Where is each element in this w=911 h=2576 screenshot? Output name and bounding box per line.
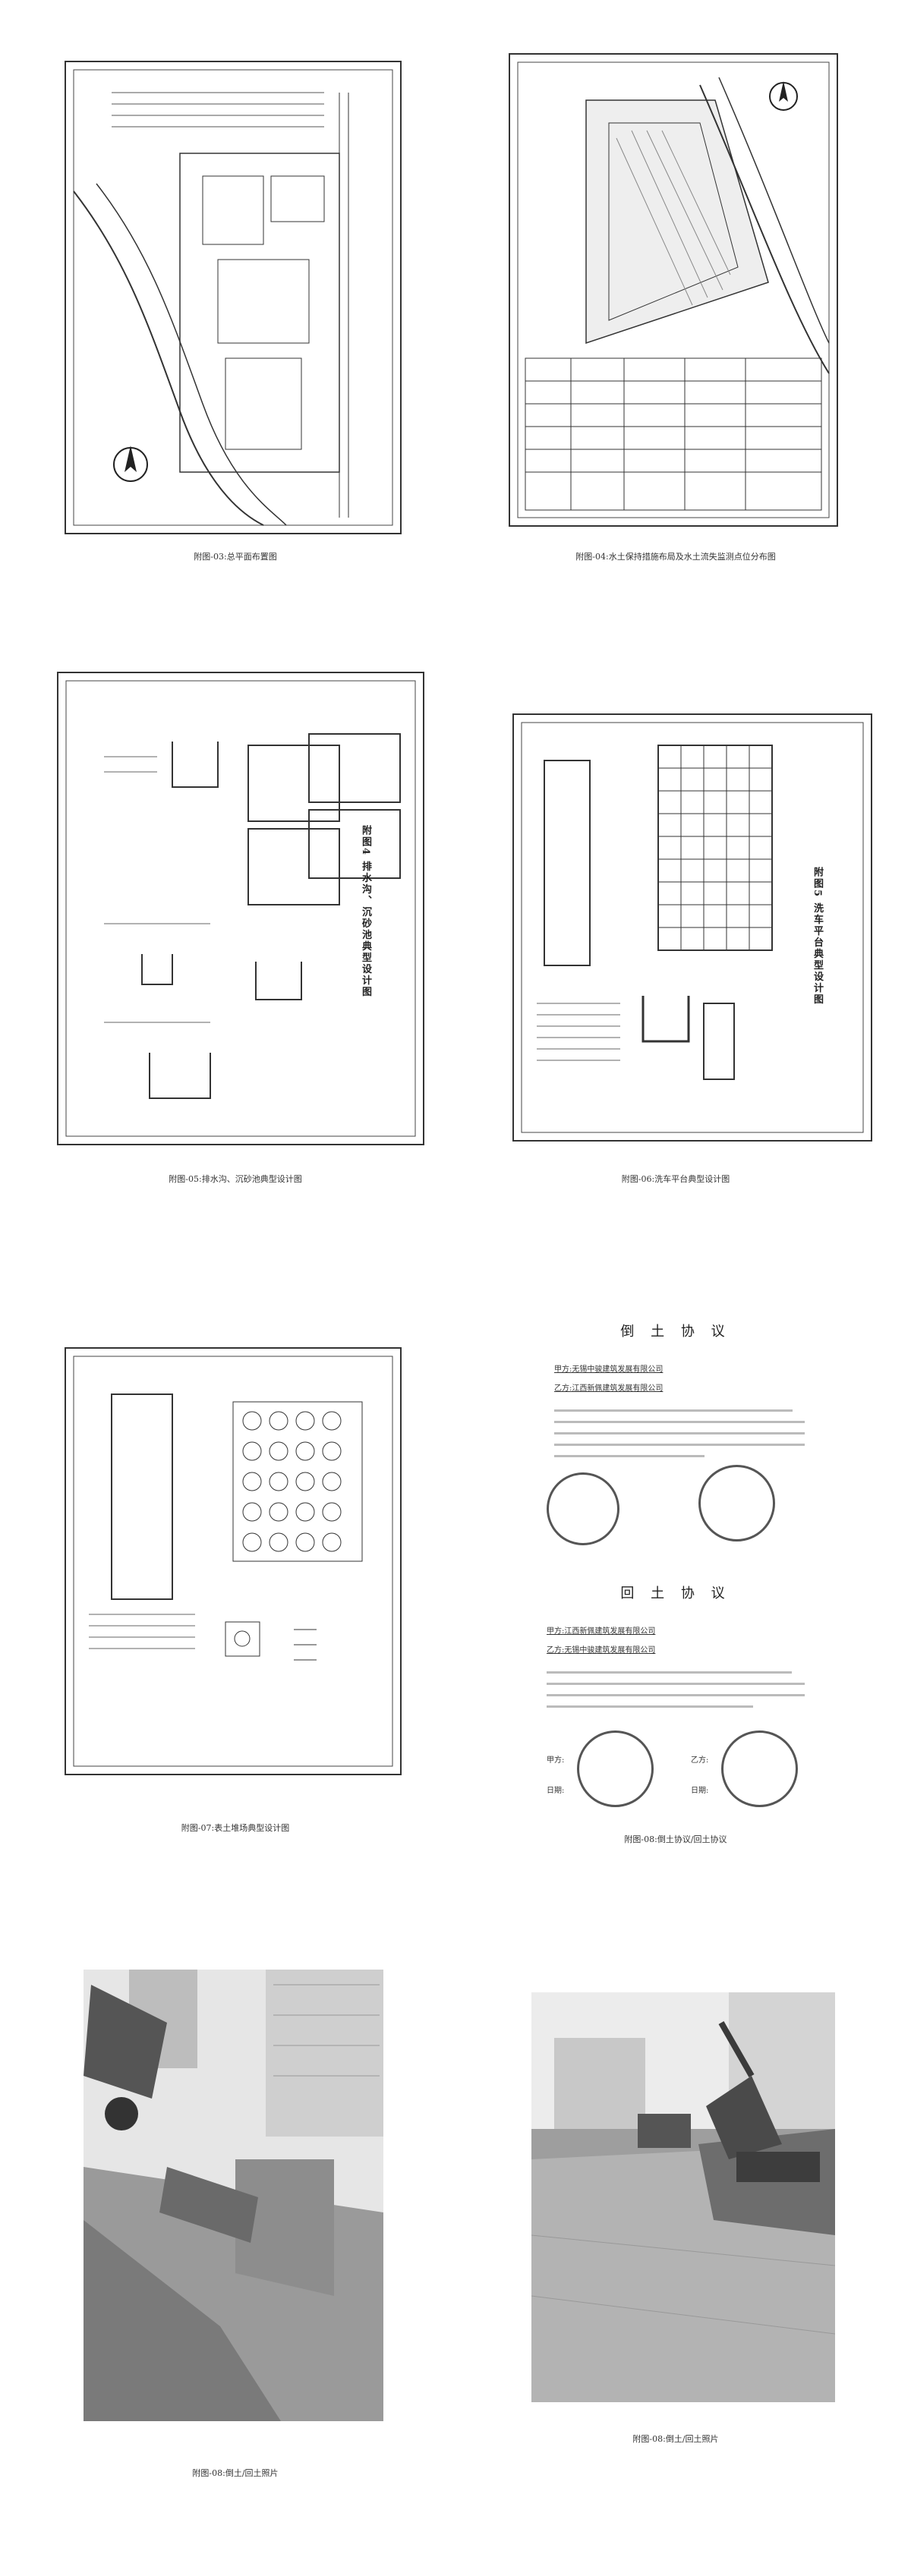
dumping-photo — [84, 1970, 383, 2421]
company-seal — [698, 1465, 775, 1542]
agreement-body — [554, 1400, 805, 1466]
date-a-label: 日期: — [547, 1787, 565, 1795]
monitoring-layout-graphic — [517, 61, 830, 518]
party-a: 甲方:江西新佩建筑发展有限公司 — [547, 1627, 656, 1636]
page-attachment-06: 附图5 洗车平台典型设计图 附图-06:洗车平台典型设计图 — [463, 645, 888, 1214]
drawing-title: 附图4 排水沟、沉砂池典型设计图 — [360, 825, 371, 998]
sign-a-label: 甲方: — [547, 1756, 565, 1765]
page-attachment-08-photo-1: 附图-08:倒土/回土照片 — [23, 1943, 448, 2520]
company-seal — [547, 1472, 619, 1545]
party-b: 乙方:无锡中骏建筑发展有限公司 — [547, 1646, 656, 1655]
site-plan-drawing — [65, 61, 402, 534]
caption: 附图-03:总平面布置图 — [194, 552, 277, 562]
topsoil-stockpile-graphic — [73, 1356, 393, 1767]
page-attachment-08-agreements: 倒 土 协 议 甲方:无锡中骏建筑发展有限公司 乙方:江西新佩建筑发展有限公司 … — [463, 1290, 888, 1867]
page-attachment-05: 附图4 排水沟、沉砂池典型设计图 附图-05:排水沟、沉砂池典型设计图 — [23, 645, 448, 1214]
drainage-design-graphic — [65, 680, 416, 1137]
topsoil-stockpile-drawing — [65, 1347, 402, 1775]
caption: 附图-07:表土堆场典型设计图 — [181, 1823, 290, 1833]
drainage-design-drawing: 附图4 排水沟、沉砂池典型设计图 — [57, 672, 424, 1145]
sign-b-label: 乙方: — [691, 1756, 709, 1765]
caption: 附图-04:水土保持措施布局及水土流失监测点位分布图 — [575, 552, 776, 562]
dumping-agreement: 倒 土 协 议 甲方:无锡中骏建筑发展有限公司 乙方:江西新佩建筑发展有限公司 — [524, 1321, 827, 1548]
site-plan-graphic — [73, 69, 393, 526]
backfill-agreement: 回 土 协 议 甲方:江西新佩建筑发展有限公司 乙方:无锡中骏建筑发展有限公司 … — [524, 1582, 827, 1825]
backfill-photo — [531, 1992, 835, 2402]
party-b: 乙方:江西新佩建筑发展有限公司 — [554, 1384, 664, 1393]
company-seal — [721, 1730, 798, 1807]
caption: 附图-05:排水沟、沉砂池典型设计图 — [169, 1174, 302, 1184]
caption: 附图-08:倒土/回土照片 — [192, 2468, 279, 2478]
caption: 附图-08:倒土/回土照片 — [632, 2434, 719, 2444]
page-attachment-08-photo-2: 附图-08:倒土/回土照片 — [463, 1943, 888, 2520]
caption: 附图-08:倒土协议/回土协议 — [624, 1834, 727, 1844]
monitoring-layout-drawing — [509, 53, 838, 527]
date-b-label: 日期: — [691, 1787, 709, 1795]
page-attachment-03: 附图-03:总平面布置图 — [23, 27, 448, 584]
agreement-body — [547, 1662, 805, 1717]
agreement-title: 倒 土 协 议 — [620, 1324, 731, 1340]
caption: 附图-06:洗车平台典型设计图 — [621, 1174, 730, 1184]
wash-platform-graphic — [521, 722, 864, 1133]
agreement-title: 回 土 协 议 — [620, 1586, 731, 1601]
party-a: 甲方:无锡中骏建筑发展有限公司 — [554, 1365, 664, 1374]
page-attachment-04: 附图-04:水土保持措施布局及水土流失监测点位分布图 — [463, 27, 888, 584]
page-attachment-07: 附图-07:表土堆场典型设计图 — [23, 1290, 448, 1867]
wash-platform-drawing: 附图5 洗车平台典型设计图 — [512, 713, 872, 1142]
company-seal — [577, 1730, 654, 1807]
drawing-title: 附图5 洗车平台典型设计图 — [812, 867, 823, 1006]
